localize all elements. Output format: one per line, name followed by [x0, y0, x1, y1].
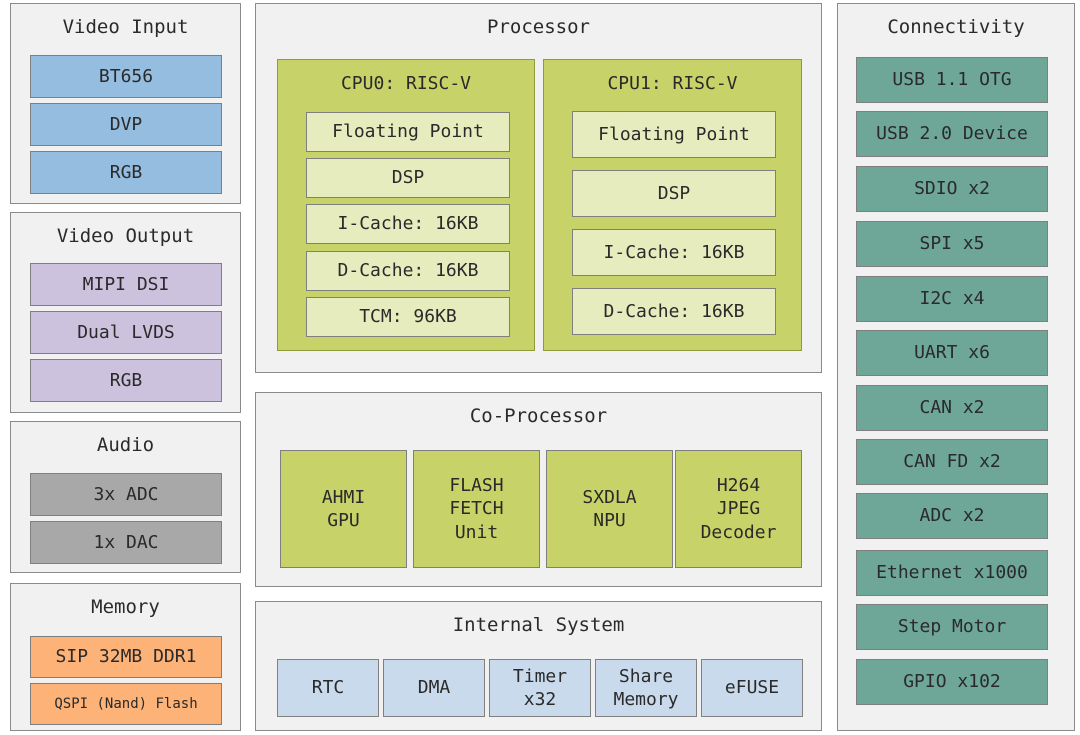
video-input-bt656: BT656 [30, 55, 222, 98]
memory-flash: QSPI (Nand) Flash [30, 683, 222, 725]
audio-panel: Audio 3x ADC 1x DAC [10, 421, 241, 573]
internal-share-memory: Share Memory [595, 659, 697, 717]
conn-i2c: I2C x4 [856, 276, 1048, 322]
internal-efuse: eFUSE [701, 659, 803, 717]
cpu0-dcache: D-Cache: 16KB [306, 251, 510, 291]
video-output-rgb: RGB [30, 359, 222, 402]
co-processor-panel: Co-Processor AHMI GPU FLASH FETCH Unit S… [255, 392, 822, 587]
cpu0-block: CPU0: RISC-V Floating Point DSP I-Cache:… [277, 59, 535, 351]
connectivity-panel: Connectivity USB 1.1 OTG USB 2.0 Device … [837, 3, 1075, 731]
cpu1-title: CPU1: RISC-V [607, 73, 738, 94]
internal-system-panel: Internal System RTC DMA Timer x32 Share … [255, 601, 822, 731]
cpu1-icache: I-Cache: 16KB [572, 229, 776, 276]
internal-dma: DMA [383, 659, 485, 717]
video-input-title: Video Input [62, 16, 189, 38]
audio-dac: 1x DAC [30, 521, 222, 564]
coproc-h264-jpeg: H264 JPEG Decoder [675, 450, 802, 568]
audio-title: Audio [96, 434, 155, 456]
conn-usb11-otg: USB 1.1 OTG [856, 57, 1048, 103]
internal-timer: Timer x32 [489, 659, 591, 717]
cpu1-floating-point: Floating Point [572, 111, 776, 158]
cpu0-tcm: TCM: 96KB [306, 297, 510, 337]
cpu1-block: CPU1: RISC-V Floating Point DSP I-Cache:… [543, 59, 802, 351]
coproc-ahmi-gpu: AHMI GPU [280, 450, 407, 568]
video-output-dual-lvds: Dual LVDS [30, 311, 222, 354]
cpu0-dsp: DSP [306, 158, 510, 198]
conn-sdio: SDIO x2 [856, 166, 1048, 212]
co-processor-title: Co-Processor [469, 405, 608, 427]
video-output-title: Video Output [56, 225, 195, 247]
processor-panel: Processor CPU0: RISC-V Floating Point DS… [255, 3, 822, 373]
connectivity-title: Connectivity [887, 16, 1025, 38]
memory-title: Memory [91, 596, 160, 618]
conn-step-motor: Step Motor [856, 604, 1048, 650]
conn-can: CAN x2 [856, 385, 1048, 431]
coproc-flash-fetch: FLASH FETCH Unit [413, 450, 540, 568]
processor-title: Processor [487, 16, 590, 38]
video-input-dvp: DVP [30, 103, 222, 146]
conn-uart: UART x6 [856, 330, 1048, 376]
conn-can-fd: CAN FD x2 [856, 439, 1048, 485]
cpu0-floating-point: Floating Point [306, 112, 510, 152]
conn-ethernet: Ethernet x1000 [856, 550, 1048, 596]
conn-gpio: GPIO x102 [856, 659, 1048, 705]
audio-adc: 3x ADC [30, 473, 222, 516]
cpu0-title: CPU0: RISC-V [340, 73, 472, 94]
memory-ddr: SIP 32MB DDR1 [30, 636, 222, 678]
internal-rtc: RTC [277, 659, 379, 717]
cpu1-dsp: DSP [572, 170, 776, 217]
conn-usb20-device: USB 2.0 Device [856, 111, 1048, 157]
cpu0-icache: I-Cache: 16KB [306, 204, 510, 244]
conn-spi: SPI x5 [856, 221, 1048, 267]
cpu1-dcache: D-Cache: 16KB [572, 288, 776, 335]
video-input-panel: Video Input BT656 DVP RGB [10, 3, 241, 204]
conn-adc: ADC x2 [856, 493, 1048, 539]
coproc-sxdla-npu: SXDLA NPU [546, 450, 673, 568]
memory-panel: Memory SIP 32MB DDR1 QSPI (Nand) Flash [10, 583, 241, 731]
video-output-panel: Video Output MIPI DSI Dual LVDS RGB [10, 212, 241, 413]
video-input-rgb: RGB [30, 151, 222, 194]
video-output-mipi-dsi: MIPI DSI [30, 263, 222, 306]
internal-system-title: Internal System [452, 614, 625, 636]
